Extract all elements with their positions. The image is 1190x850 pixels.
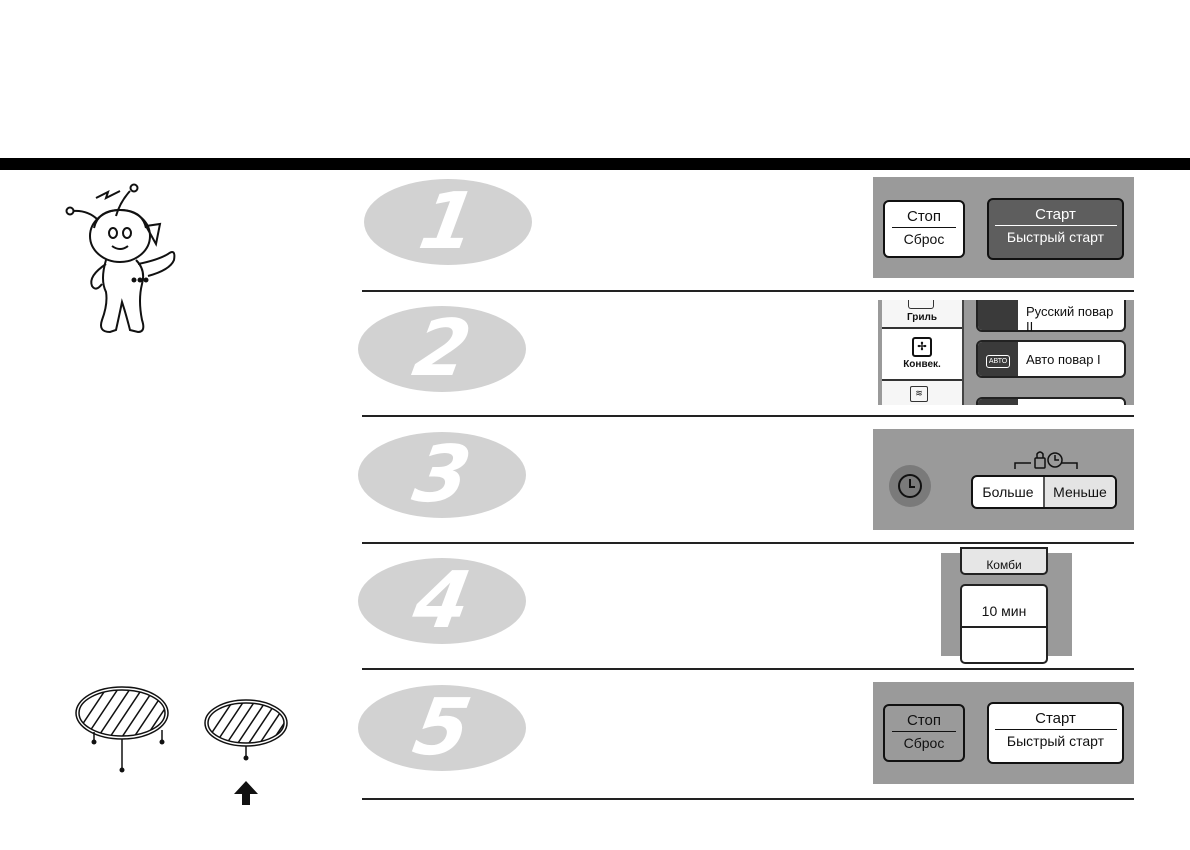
step-divider bbox=[362, 542, 1134, 544]
control-panel-step-5: Стоп Сброс Старт Быстрый старт bbox=[873, 682, 1134, 784]
more-less-control: Больше Меньше bbox=[971, 475, 1117, 509]
header-rule bbox=[0, 158, 1190, 170]
fan-icon: ✢ bbox=[912, 337, 932, 357]
auto-chef-label: Авто повар I bbox=[1026, 352, 1101, 367]
convection-label: Конвек. bbox=[903, 359, 941, 370]
pot-icon: АВТО bbox=[978, 342, 1018, 376]
control-panel-step-2: Гриль ✢ Конвек. ≋ Русский повар II АВТО … bbox=[878, 300, 1134, 405]
up-arrow-icon bbox=[234, 781, 258, 805]
button-divider bbox=[960, 626, 1048, 628]
mode-column: Гриль ✢ Конвек. ≋ bbox=[882, 300, 964, 405]
step-divider bbox=[362, 798, 1134, 800]
ten-min-button[interactable]: 10 мин bbox=[960, 584, 1048, 664]
clock-icon bbox=[898, 474, 922, 498]
menu-icon bbox=[978, 399, 1018, 405]
step-divider bbox=[362, 668, 1134, 670]
reset-label: Сброс bbox=[903, 735, 945, 751]
step-1-badge: 1 bbox=[364, 177, 532, 267]
step-divider bbox=[362, 415, 1134, 417]
step-3-badge: 3 bbox=[358, 430, 526, 520]
step-divider bbox=[362, 290, 1134, 292]
convection-button[interactable]: ✢ Конвек. bbox=[882, 327, 962, 381]
combi-label: Комби bbox=[986, 558, 1022, 572]
combi-button[interactable]: Комби bbox=[960, 547, 1048, 575]
more-button[interactable]: Больше bbox=[982, 484, 1034, 500]
control-panel-step-1: Стоп Сброс Старт Быстрый старт bbox=[873, 177, 1134, 278]
mascot-illustration bbox=[65, 183, 176, 334]
control-panel-step-4: Комби 10 мин bbox=[941, 547, 1072, 664]
stop-label: Стоп bbox=[892, 208, 956, 228]
stop-reset-button[interactable]: Стоп Сброс bbox=[883, 704, 965, 762]
stop-reset-button[interactable]: Стоп Сброс bbox=[883, 200, 965, 258]
step-5-badge: 5 bbox=[358, 683, 526, 773]
low-rack-illustration bbox=[204, 699, 288, 761]
auto-badge: АВТО bbox=[986, 355, 1010, 368]
less-button[interactable]: Меньше bbox=[1045, 477, 1115, 507]
reset-label: Сброс bbox=[903, 231, 945, 247]
step-4-badge: 4 bbox=[358, 556, 526, 646]
quick-start-label: Быстрый старт bbox=[1006, 229, 1105, 245]
clock-button[interactable] bbox=[889, 465, 931, 507]
high-rack-illustration bbox=[75, 686, 169, 773]
wave-icon: ≋ bbox=[910, 386, 928, 402]
start-quick-start-button[interactable]: Старт Быстрый старт bbox=[987, 702, 1124, 764]
quick-start-label: Быстрый старт bbox=[1006, 733, 1105, 749]
stop-label: Стоп bbox=[892, 712, 956, 732]
start-label: Старт bbox=[994, 710, 1117, 730]
ten-min-label: 10 мин bbox=[981, 603, 1027, 619]
auto-chef-button[interactable]: АВТО Авто повар I bbox=[976, 340, 1126, 378]
grill-label: Гриль bbox=[906, 312, 938, 323]
start-label: Старт bbox=[994, 206, 1117, 226]
more-less-separator bbox=[1043, 477, 1045, 507]
control-panel-step-3: Больше Меньше bbox=[873, 429, 1134, 530]
next-menu-button[interactable] bbox=[976, 397, 1126, 405]
start-quick-start-button[interactable]: Старт Быстрый старт bbox=[987, 198, 1124, 260]
pot-icon bbox=[978, 300, 1018, 330]
russian-chef-label: Русский повар II bbox=[1026, 304, 1114, 334]
russian-chef-button[interactable]: Русский повар II bbox=[976, 300, 1126, 334]
lock-icon bbox=[1014, 451, 1078, 469]
step-2-badge: 2 bbox=[358, 304, 526, 394]
